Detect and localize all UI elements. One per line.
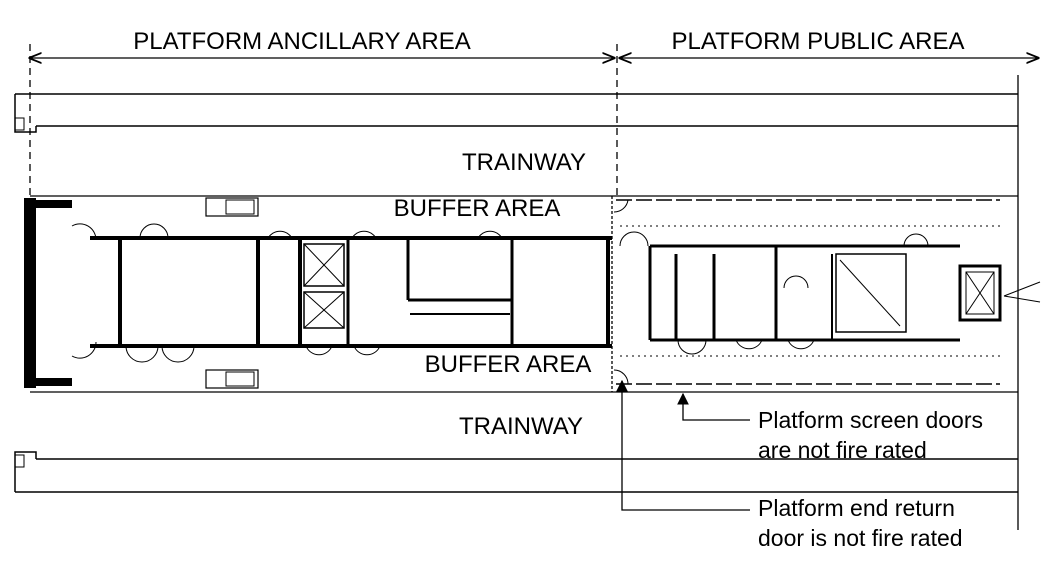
public-area-label: PLATFORM PUBLIC AREA [672,28,965,55]
screen-doors-note-line2: are not fire rated [758,437,927,463]
trainway-bottom-label: TRAINWAY [459,413,583,440]
buffer-area-top-label: BUFFER AREA [394,195,561,222]
ancillary-area-label: PLATFORM ANCILLARY AREA [133,28,470,55]
trainway-top-edge [14,93,1018,133]
zone-dimension-lines [30,44,1038,530]
callout-leaders [616,379,750,511]
end-door-note-line1: Platform end return [758,495,955,521]
end-door-note-line2: door is not fire rated [758,525,963,551]
trainway-bottom-edge [14,451,1018,493]
trainway-top-label: TRAINWAY [462,149,586,176]
platform-outline [24,195,1018,393]
buffer-area-bottom-label: BUFFER AREA [425,351,592,378]
screen-doors-note-line1: Platform screen doors [758,407,983,433]
public-area-rooms [611,196,1041,392]
ancillary-rooms [71,197,612,389]
